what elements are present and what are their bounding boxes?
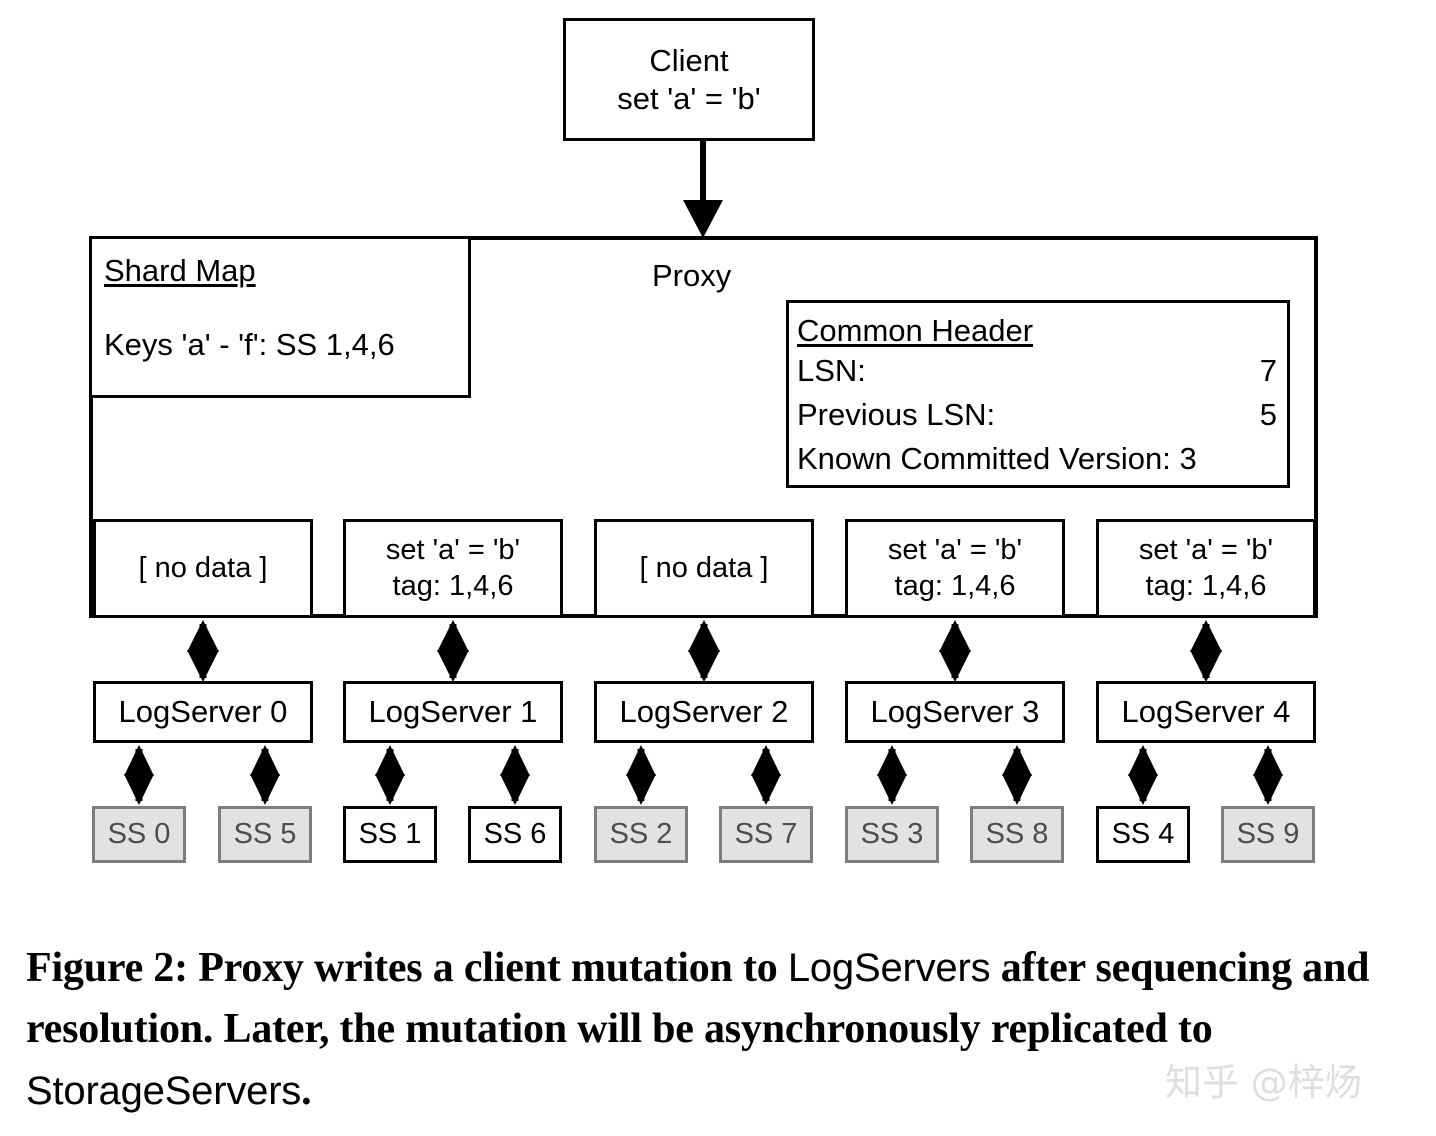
storage-server-box-4: SS 2 xyxy=(594,806,688,863)
mutation-box-0: [ no data ] xyxy=(93,519,313,618)
shard-map-box: Shard Map Keys 'a' - 'f': SS 1,4,6 xyxy=(89,236,471,398)
client-box: Client set 'a' = 'b' xyxy=(563,18,815,141)
shard-map-entry: Keys 'a' - 'f': SS 1,4,6 xyxy=(104,327,395,362)
logserver-label: LogServer 2 xyxy=(619,694,789,730)
storage-server-label: SS 9 xyxy=(1236,817,1300,850)
logserver-box-3: LogServer 3 xyxy=(845,681,1065,743)
logserver-box-4: LogServer 4 xyxy=(1096,681,1316,743)
proxy-label: Proxy xyxy=(652,258,732,293)
logserver-label: LogServer 4 xyxy=(1121,694,1291,730)
common-header-row-lsn: LSN: 7 xyxy=(797,349,1277,393)
storage-server-label: SS 5 xyxy=(233,817,297,850)
proxy-to-logserver-arrow-1 xyxy=(437,620,469,682)
storage-server-box-5: SS 7 xyxy=(719,806,813,863)
caption-part-3: . xyxy=(301,1067,312,1114)
caption-logservers-term: LogServers xyxy=(787,946,991,990)
lsn-label: LSN: xyxy=(797,353,866,388)
logserver-label: LogServer 0 xyxy=(118,694,288,730)
logserver-to-ss-arrow-8 xyxy=(1128,745,1158,805)
mutation-line-1: [ no data ] xyxy=(639,551,769,584)
client-operation: set 'a' = 'b' xyxy=(617,80,761,116)
storage-server-box-0: SS 0 xyxy=(92,806,186,863)
storage-server-label: SS 1 xyxy=(358,817,422,850)
caption-part-2: after sequencing and resolution. Later, … xyxy=(26,945,1370,1053)
previous-lsn-label: Previous LSN: xyxy=(797,397,996,433)
mutation-box-3: set 'a' = 'b' tag: 1,4,6 xyxy=(845,519,1065,618)
logserver-to-ss-arrow-9 xyxy=(1253,745,1283,805)
logserver-to-ss-arrow-4 xyxy=(626,745,656,805)
common-header-title: Common Header xyxy=(797,313,1034,348)
logserver-to-ss-arrow-0 xyxy=(124,745,154,805)
mutation-line-2: tag: 1,4,6 xyxy=(894,569,1016,602)
figure-caption: Figure 2: Proxy writes a client mutation… xyxy=(26,938,1416,1122)
client-to-proxy-arrow xyxy=(683,138,723,238)
storage-server-label: SS 3 xyxy=(860,817,924,850)
storage-server-label: SS 7 xyxy=(734,817,798,850)
mutation-line-1: set 'a' = 'b' xyxy=(1138,534,1274,567)
common-header-row-known-committed-version: Known Committed Version: 3 xyxy=(797,437,1277,481)
lsn-value: 7 xyxy=(1259,353,1277,388)
logserver-to-ss-arrow-7 xyxy=(1002,745,1032,805)
storage-server-label: SS 8 xyxy=(985,817,1049,850)
common-header-row-previous-lsn: Previous LSN: 5 xyxy=(797,393,1277,437)
storage-server-box-8: SS 4 xyxy=(1096,806,1190,863)
proxy-to-logserver-arrow-2 xyxy=(688,620,720,682)
logserver-label: LogServer 3 xyxy=(870,694,1040,730)
logserver-to-ss-arrow-6 xyxy=(877,745,907,805)
mutation-line-1: set 'a' = 'b' xyxy=(887,534,1023,567)
mutation-box-2: [ no data ] xyxy=(594,519,814,618)
shard-map-title: Shard Map xyxy=(104,253,256,288)
storage-server-box-6: SS 3 xyxy=(845,806,939,863)
logserver-to-ss-arrow-2 xyxy=(375,745,405,805)
storage-server-label: SS 0 xyxy=(107,817,171,850)
caption-storageservers-term: StorageServers xyxy=(26,1068,302,1113)
storage-server-label: SS 2 xyxy=(609,817,673,850)
logserver-to-ss-arrow-3 xyxy=(500,745,530,805)
logserver-box-0: LogServer 0 xyxy=(93,681,313,743)
mutation-line-1: [ no data ] xyxy=(138,551,268,584)
mutation-box-4: set 'a' = 'b' tag: 1,4,6 xyxy=(1096,519,1316,618)
logserver-to-ss-arrow-5 xyxy=(751,745,781,805)
storage-server-box-2: SS 1 xyxy=(343,806,437,863)
logserver-box-1: LogServer 1 xyxy=(343,681,563,743)
storage-server-label: SS 6 xyxy=(483,817,547,850)
logserver-to-ss-arrow-1 xyxy=(250,745,280,805)
client-title: Client xyxy=(649,42,729,78)
common-header-box: Common Header LSN: 7 Previous LSN: 5 Kno… xyxy=(786,300,1290,488)
caption-part-1: Figure 2: Proxy writes a client mutation… xyxy=(26,945,788,991)
storage-server-box-3: SS 6 xyxy=(468,806,562,863)
storage-server-label: SS 4 xyxy=(1111,817,1175,850)
mutation-line-2: tag: 1,4,6 xyxy=(1145,569,1267,602)
mutation-line-1: set 'a' = 'b' xyxy=(385,534,521,567)
watermark: 知乎 @梓炀 xyxy=(1165,1061,1362,1104)
logserver-box-2: LogServer 2 xyxy=(594,681,814,743)
logserver-label: LogServer 1 xyxy=(368,694,538,730)
known-committed-version-value xyxy=(1267,437,1277,481)
proxy-to-logserver-arrow-4 xyxy=(1190,620,1222,682)
storage-server-box-7: SS 8 xyxy=(970,806,1064,863)
mutation-line-2: tag: 1,4,6 xyxy=(392,569,514,602)
known-committed-version-label: Known Committed Version: 3 xyxy=(797,441,1197,477)
mutation-box-1: set 'a' = 'b' tag: 1,4,6 xyxy=(343,519,563,618)
proxy-to-logserver-arrow-3 xyxy=(939,620,971,682)
proxy-to-logserver-arrow-0 xyxy=(187,620,219,682)
storage-server-box-1: SS 5 xyxy=(218,806,312,863)
storage-server-box-9: SS 9 xyxy=(1221,806,1315,863)
previous-lsn-value: 5 xyxy=(1259,397,1277,433)
